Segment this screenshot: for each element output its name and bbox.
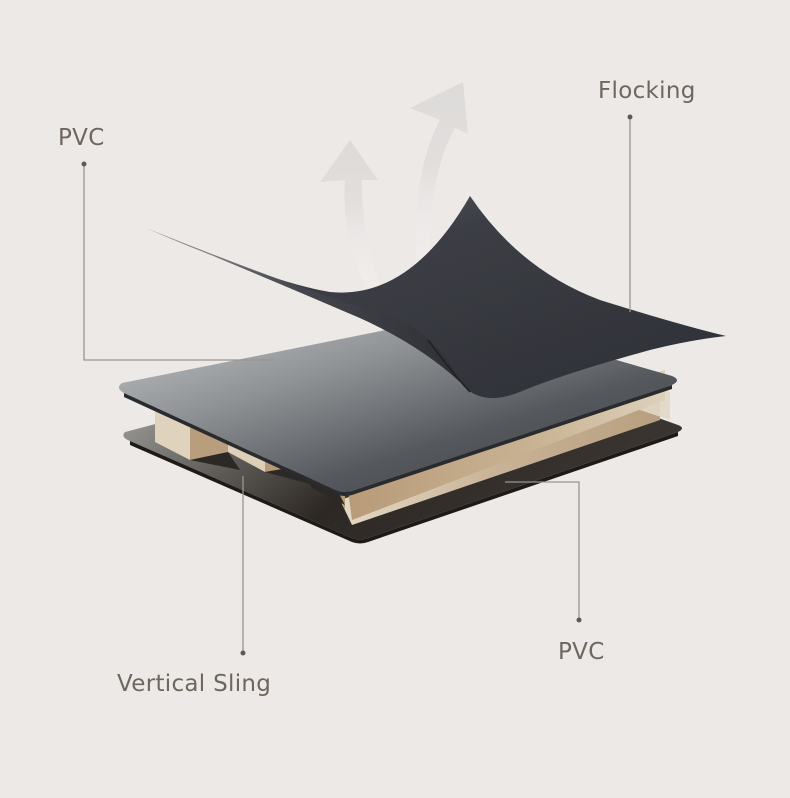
leader-dots [81, 114, 633, 656]
label-vertical-sling: Vertical Sling [117, 671, 272, 697]
leader-pvc-top [83, 164, 274, 361]
label-pvc-top: PVC [58, 125, 105, 151]
leader-pvc-bottom [505, 481, 580, 620]
label-pvc-bottom: PVC [558, 639, 605, 665]
breathable-arrows [320, 82, 468, 300]
label-flocking: Flocking [598, 78, 696, 104]
dot-pvc-bottom [576, 617, 582, 623]
dot-flocking [627, 114, 633, 120]
flocking-felt-sheet [146, 196, 726, 399]
dot-vertical-sling [240, 650, 246, 656]
leader-lines [83, 117, 631, 653]
dot-pvc-top [81, 161, 87, 167]
